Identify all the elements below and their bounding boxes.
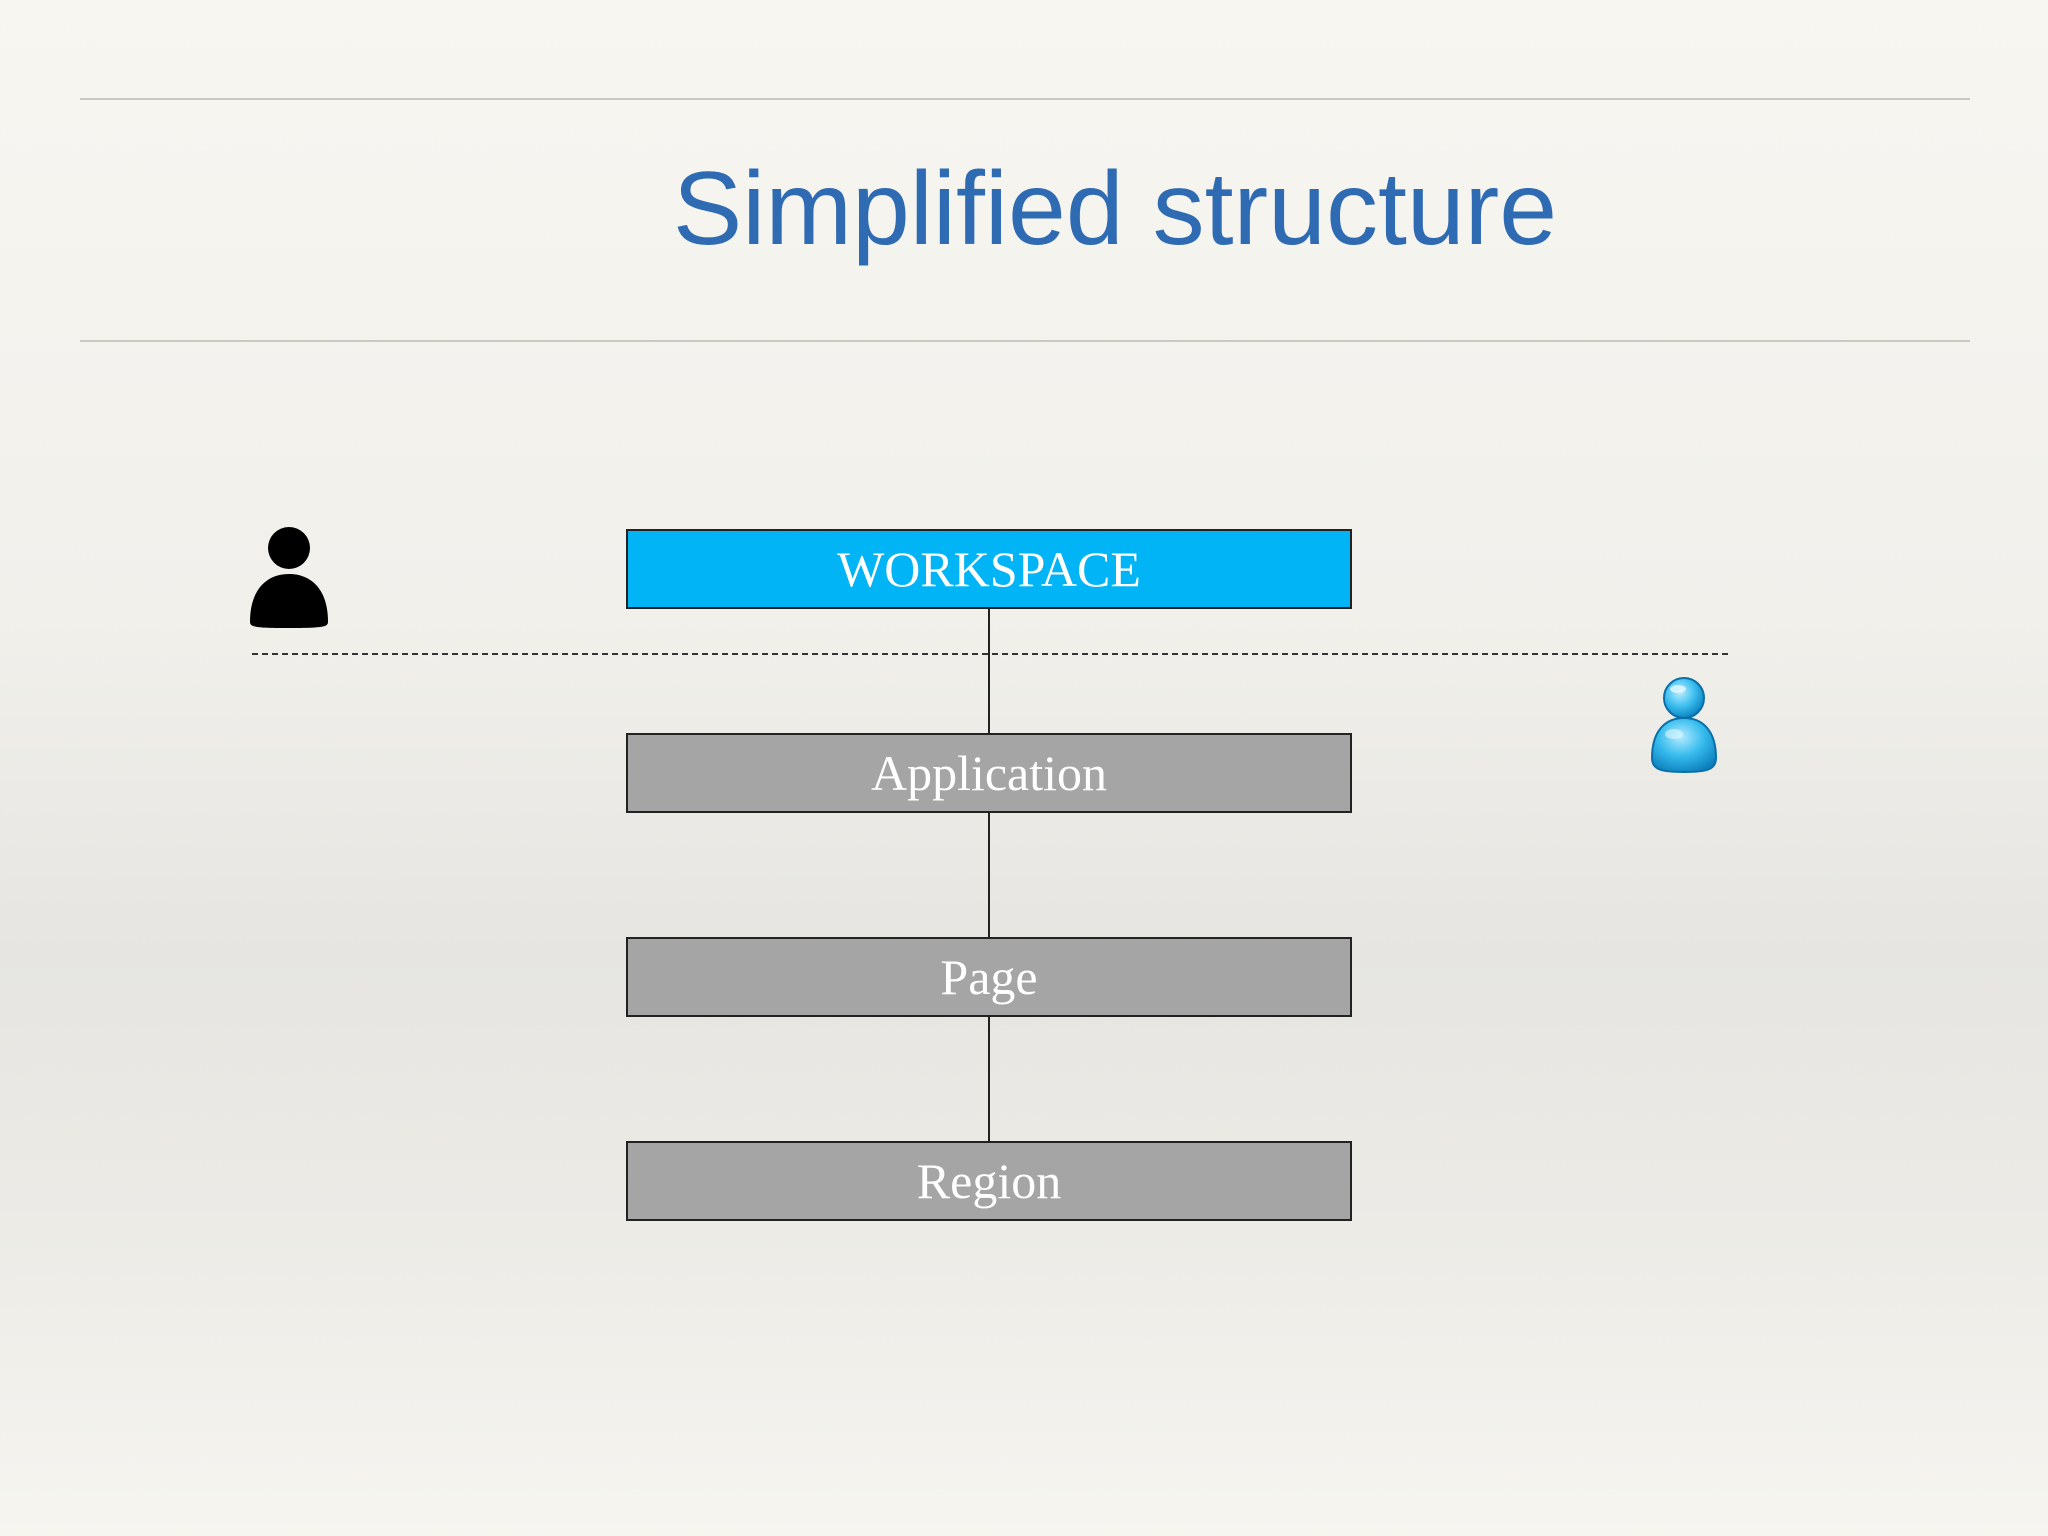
top-rule xyxy=(80,98,1970,100)
connector-line xyxy=(988,1017,990,1141)
connector-line xyxy=(988,609,990,733)
person-black-icon xyxy=(250,527,328,628)
person-blue-icon xyxy=(1650,677,1718,774)
workspace-box: WORKSPACE xyxy=(626,529,1352,609)
dashed-divider xyxy=(252,653,1728,655)
bottom-rule xyxy=(80,340,1970,342)
application-box: Application xyxy=(626,733,1352,813)
connector-line xyxy=(988,813,990,937)
region-box: Region xyxy=(626,1141,1352,1221)
slide-title: Simplified structure xyxy=(672,151,1558,267)
page-box: Page xyxy=(626,937,1352,1017)
